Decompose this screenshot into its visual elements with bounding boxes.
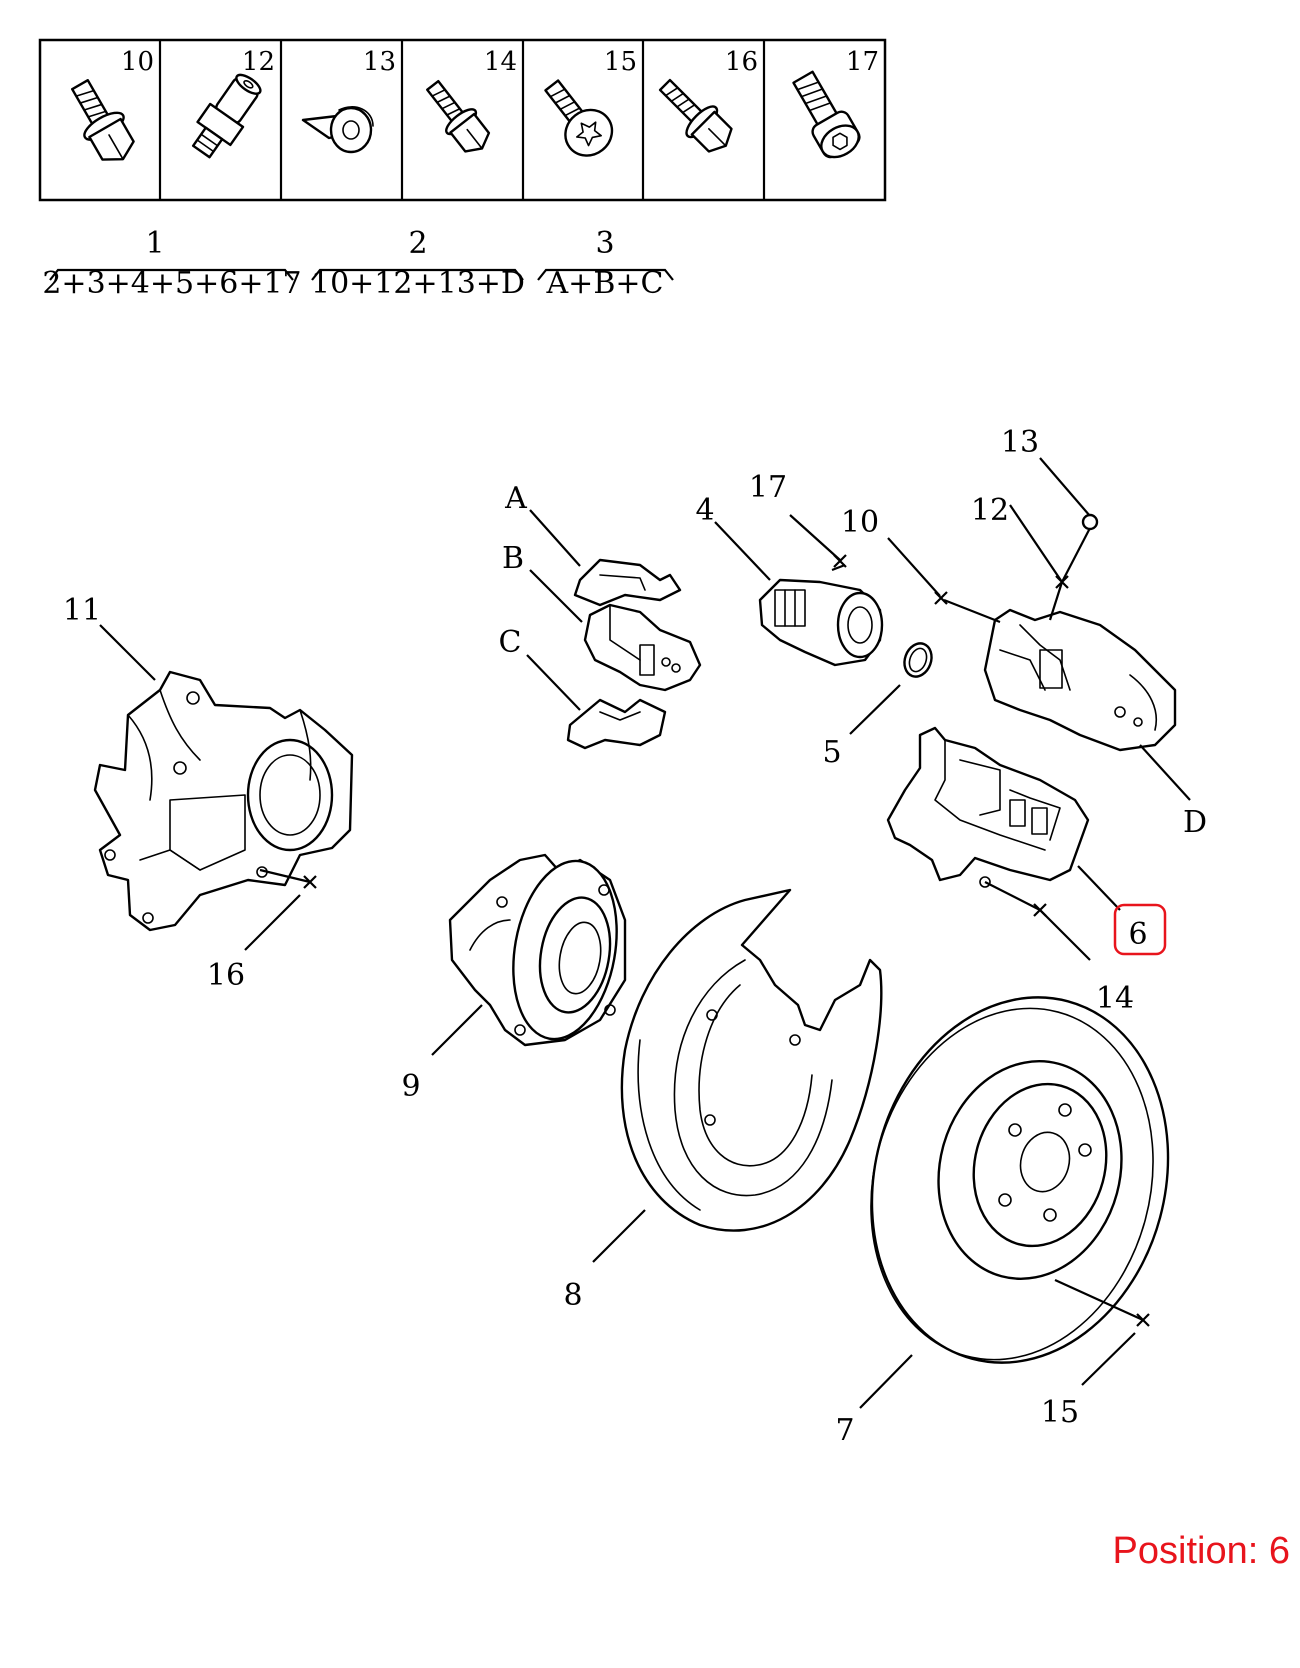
flange-bolt-long-icon: [658, 78, 733, 153]
callout-label-d: D: [1183, 805, 1207, 840]
table-cell-number: 15: [604, 47, 637, 77]
caliper-housing: [983, 608, 1177, 752]
fastener-table: 10 12 13 14 15 16 17: [38, 38, 887, 202]
wheel-hub: [448, 853, 627, 1047]
brake-disc: [870, 996, 1170, 1364]
highlight-box: [1113, 903, 1167, 956]
torx-screw-icon: [544, 79, 614, 157]
table-cell-number: 13: [363, 47, 396, 77]
callout-label-16: 16: [207, 958, 245, 993]
kit-legend: 1 2+3+4+5+6+17 2 10+12+13+D 3 A+B+C: [42, 226, 674, 301]
table-cell-number: 16: [725, 47, 758, 77]
callout-label-11: 11: [63, 593, 101, 628]
hex-bolt-icon: [426, 79, 491, 153]
callout-label-8: 8: [563, 1278, 582, 1313]
bleed-cap-icon: [301, 106, 374, 154]
piston-seal: [903, 642, 933, 678]
callout-label-4: 4: [695, 493, 714, 528]
kit-number: 3: [595, 226, 614, 261]
kit-number: 2: [408, 226, 427, 261]
callout-label-c: C: [499, 625, 522, 660]
position-indicator: Position: 6: [1112, 1530, 1290, 1572]
callout-label-10: 10: [841, 505, 879, 540]
pad-spring-clip-upper: [573, 558, 682, 607]
callout-label-5: 5: [822, 735, 841, 770]
callout-label-a: A: [504, 481, 527, 516]
table-cell-number: 14: [484, 47, 517, 77]
caliper-piston: [758, 578, 884, 667]
table-cell-number: 17: [846, 47, 879, 77]
fastener-markers: [303, 513, 1150, 1327]
callout-label-b: B: [502, 541, 524, 576]
callout-label-7: 7: [835, 1413, 854, 1448]
callout-label-9: 9: [401, 1069, 420, 1104]
kit-contents: A+B+C: [546, 266, 664, 301]
kit-number: 1: [145, 226, 164, 261]
callout-label-13: 13: [1001, 425, 1039, 460]
dust-shield: [620, 888, 883, 1232]
callout-label-14: 14: [1096, 981, 1134, 1016]
caliper-carrier: [886, 726, 1090, 888]
brake-pad: [583, 603, 702, 692]
kit-contents: 10+12+13+D: [311, 266, 525, 301]
pad-spring-clip-lower: [566, 698, 667, 750]
bleed-valve-icon: [191, 73, 262, 159]
callout-labels: A B C D 4 5 6 7 8 9 10 11 12 13 14 15 16…: [63, 425, 1207, 1448]
cap-marker-icon: [1081, 513, 1099, 531]
table-cell-number: 10: [121, 47, 154, 77]
steering-knuckle: [93, 670, 354, 932]
callout-label-15: 15: [1041, 1395, 1079, 1430]
flange-bolt-icon: [71, 78, 135, 161]
table-cell-number: 12: [242, 47, 275, 77]
leader-lines: [99, 457, 1191, 1409]
socket-cap-screw-icon: [792, 70, 861, 159]
callout-label-12: 12: [971, 493, 1009, 528]
callout-label-6: 6: [1128, 917, 1147, 952]
kit-contents: 2+3+4+5+6+17: [42, 266, 301, 301]
callout-label-17: 17: [749, 470, 787, 505]
